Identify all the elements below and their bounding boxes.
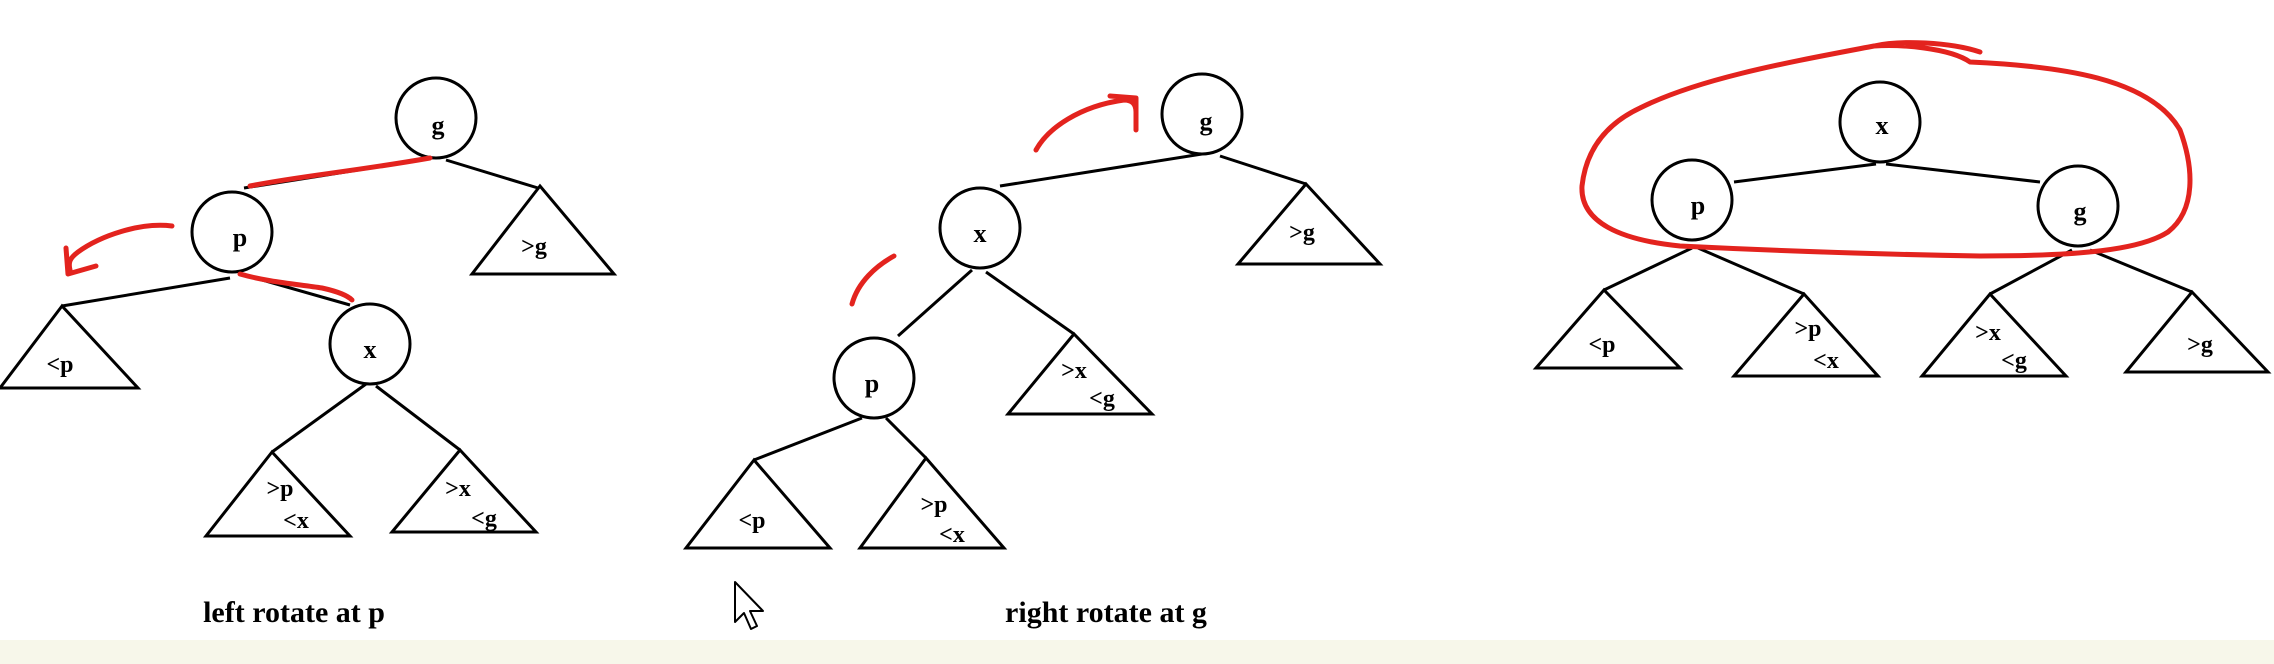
ink-edge-g-p	[247, 155, 433, 189]
subtree-t3	[1918, 291, 2070, 378]
node-x-label: x	[364, 335, 377, 364]
subtree-t3-label-2: <g	[1089, 386, 1115, 412]
edge-p-t2	[884, 416, 928, 460]
node-x	[328, 302, 412, 386]
subtree-t4-label: >g	[521, 234, 547, 260]
subtree-t3	[388, 447, 540, 534]
edge-p-t1	[1603, 246, 1693, 292]
subtree-t4-label: >g	[2187, 332, 2213, 358]
subtree-t4-label: >g	[1289, 220, 1315, 246]
node-x-label: x	[1876, 111, 1889, 140]
edge-p-t2	[1697, 246, 1805, 296]
left-caption: left rotate at p	[203, 596, 385, 629]
edge-x-t3	[985, 270, 1075, 336]
subtree-t3-label-2: <g	[471, 506, 497, 532]
node-x	[938, 186, 1022, 270]
node-g-label: g	[432, 111, 445, 140]
edge-g-t4	[2089, 248, 2193, 294]
node-g	[1160, 72, 1244, 156]
subtree-t2-label-2: <x	[283, 508, 309, 534]
subtree-t1	[682, 457, 834, 550]
edge-g-x	[999, 152, 1203, 188]
subtree-t1	[1532, 287, 1684, 370]
node-g	[2036, 164, 2120, 248]
subtree-t1-label: <p	[1588, 332, 1615, 358]
node-p	[832, 336, 916, 420]
subtree-t3-label-1: >x	[1975, 320, 2001, 346]
middle-diagram: g x p >g >x <g <p >p <x right rotate at …	[682, 72, 1384, 629]
node-p-label: p	[233, 223, 247, 252]
subtree-t1	[0, 303, 142, 390]
edge-g-t4	[445, 158, 539, 190]
bottom-band	[0, 640, 2274, 664]
node-g-label: g	[1200, 107, 1213, 136]
ink-edge-p-x	[237, 271, 355, 303]
subtree-t2-label-1: >p	[1794, 316, 1821, 342]
subtree-t3-label-2: <g	[2001, 348, 2027, 374]
subtree-t2-label-1: >p	[266, 476, 293, 502]
subtree-t3-label-1: >x	[445, 476, 471, 502]
edge-p-t1	[753, 416, 863, 462]
edge-x-p	[897, 268, 973, 338]
subtree-t2	[202, 449, 354, 538]
subtree-t2	[1730, 291, 1882, 378]
subtree-t2	[857, 455, 1008, 550]
node-g-label: g	[2074, 197, 2087, 226]
arrow-cursor-icon-svg	[734, 581, 764, 630]
subtree-t1-label: <p	[46, 352, 73, 378]
edge-p-t1	[61, 276, 231, 308]
arrow-cursor-icon	[733, 580, 767, 637]
edge-g-t4	[1219, 154, 1307, 186]
subtree-t1-label: <p	[738, 508, 765, 534]
left-diagram: g p x <p >g >p <x >x <g left rotate at p	[0, 76, 618, 629]
ink-arrow-up	[1033, 93, 1139, 153]
middle-caption: right rotate at g	[1005, 596, 1207, 629]
subtree-t3	[1004, 331, 1156, 416]
subtree-t4	[2122, 289, 2272, 374]
ink-enclosing-loop	[1579, 40, 2193, 259]
subtree-t2-label-1: >p	[920, 492, 947, 518]
node-x-label: x	[974, 219, 987, 248]
ink-arrow-left	[63, 222, 175, 277]
node-g	[394, 76, 478, 160]
subtree-t2-label-2: <x	[1813, 348, 1839, 374]
subtree-t2-label-2: <x	[939, 522, 965, 548]
subtree-t4	[1234, 181, 1384, 266]
node-p-label: p	[1691, 191, 1705, 220]
node-p	[1650, 158, 1734, 242]
ink-tick	[849, 253, 897, 307]
node-x	[1838, 80, 1922, 164]
edge-g-t3	[1989, 248, 2073, 296]
node-p-label: p	[865, 369, 879, 398]
subtree-t4	[468, 183, 618, 276]
edge-x-p	[1733, 162, 1877, 184]
right-diagram: x p g <p >p <x >x <g >g	[1532, 40, 2272, 378]
edge-x-g	[1885, 162, 2041, 184]
node-p	[190, 190, 274, 274]
subtree-t3-label-1: >x	[1061, 358, 1087, 384]
edge-x-t2	[271, 382, 367, 454]
edge-x-t3	[375, 384, 461, 452]
